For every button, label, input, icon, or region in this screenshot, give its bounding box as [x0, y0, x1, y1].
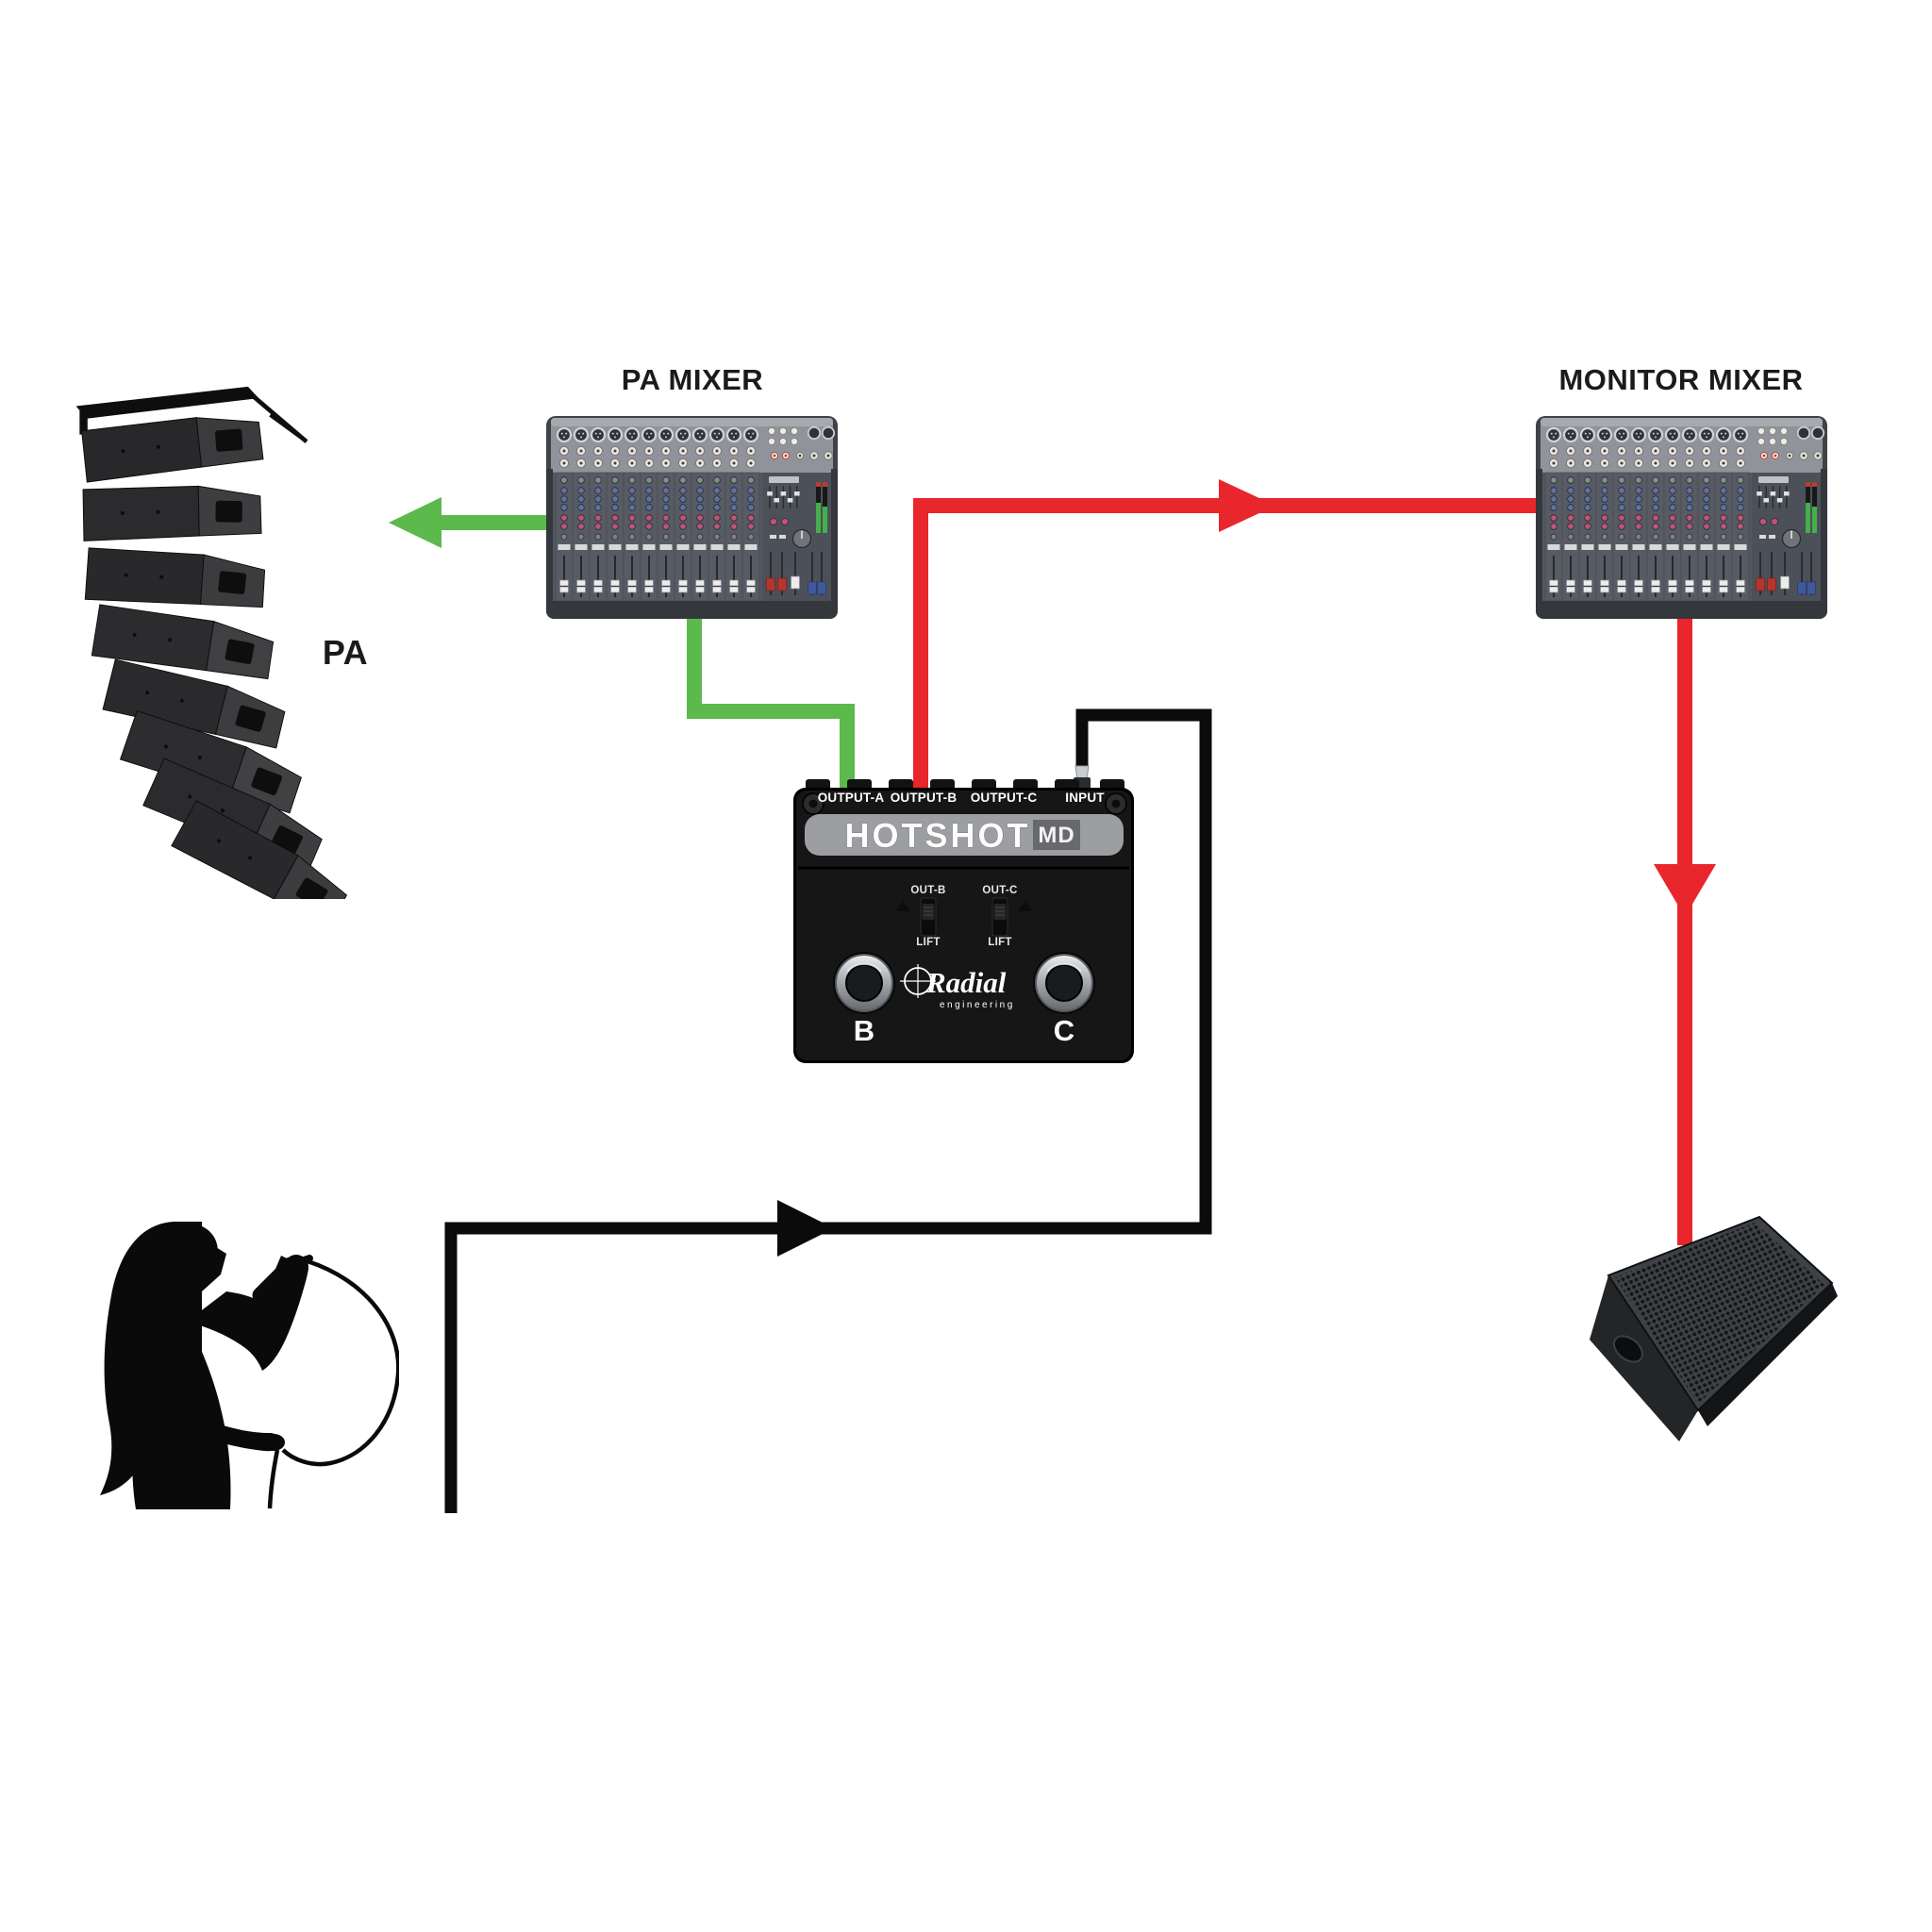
switch-b-label: OUT-B [910, 885, 945, 896]
monitor-feed-arrow-right-icon [1219, 479, 1275, 532]
switch-c-arrow-icon [1018, 900, 1033, 911]
switch-b-position-label: LIFT [916, 937, 940, 948]
switch-c-position-label: LIFT [988, 937, 1011, 948]
pa-feed-arrow-left-icon [389, 497, 441, 548]
switch-c-toggle[interactable] [991, 897, 1008, 937]
vocalist-silhouette [100, 1222, 399, 1509]
stage-monitor-wedge [1590, 1215, 1838, 1441]
hotshot-to-monitor-mixer-line [913, 498, 1547, 796]
mic-to-hotshot-line [444, 708, 1212, 1513]
monitor-mixer-label: MONITOR MIXER [1558, 363, 1804, 396]
monitor-mixer-device [1535, 412, 1828, 623]
pa-mixer-to-hotshot-line [687, 619, 855, 796]
port-label-output-c: OUTPUT-C [971, 791, 1038, 805]
pa-mixer-device [545, 412, 839, 623]
switch-b-toggle[interactable] [920, 897, 937, 937]
wedge-feed-arrow-down-icon [1654, 864, 1716, 917]
brand-sub-name: engineering [940, 1000, 1015, 1010]
radial-logo: Radial engineering [900, 964, 1015, 1010]
pa-mixer-label: PA MIXER [621, 363, 764, 396]
footswitch-b[interactable] [833, 952, 895, 1014]
pa-line-array-speaker [75, 386, 348, 899]
switch-c-label: OUT-C [982, 885, 1017, 896]
model-suffix-box [1033, 820, 1080, 850]
hotshot-md-footswitch: OUTPUT-A OUTPUT-B OUTPUT-C INPUT HOTSHOT… [793, 765, 1134, 1063]
footswitch-b-label: B [854, 1014, 874, 1047]
switch-b-arrow-icon [895, 900, 910, 911]
model-suffix: MD [1038, 823, 1074, 848]
pa-speakers-label: PA [322, 633, 369, 672]
mic-feed-arrow-right-icon [777, 1200, 834, 1257]
wedge-handle [1612, 1335, 1644, 1363]
model-name: HOTSHOT [845, 816, 1031, 855]
port-label-output-a: OUTPUT-A [818, 791, 885, 805]
footswitch-c[interactable] [1033, 952, 1095, 1014]
port-label-output-b: OUTPUT-B [891, 791, 958, 805]
port-label-input: INPUT [1065, 791, 1105, 805]
footswitch-c-label: C [1054, 1014, 1074, 1047]
brand-name: Radial [925, 966, 1007, 999]
